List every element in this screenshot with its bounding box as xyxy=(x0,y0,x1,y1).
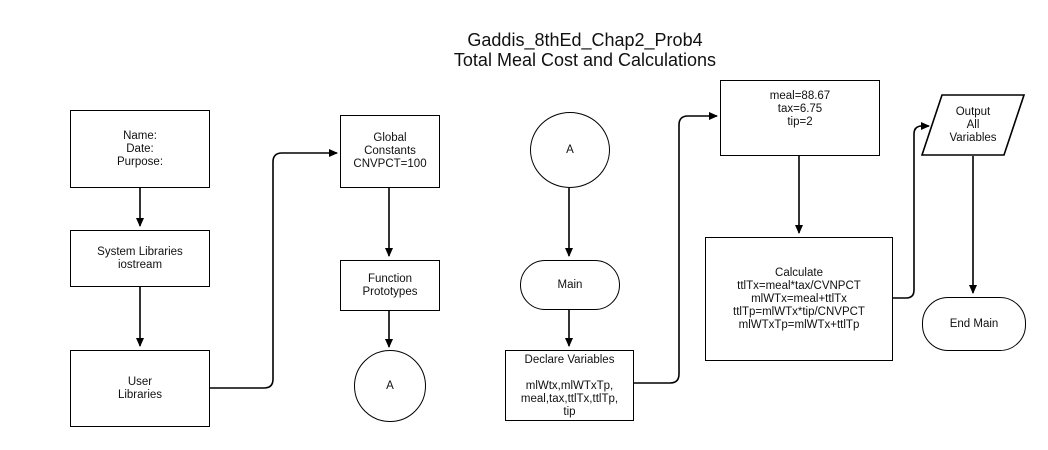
connector-a-off-page-label: A xyxy=(386,379,394,392)
connector-a-off-page: A xyxy=(354,350,426,422)
function-prototypes-label-line-2: Prototypes xyxy=(362,285,418,298)
user-libraries-label-line-2: Libraries xyxy=(117,388,163,401)
title-line-2: Total Meal Cost and Calculations xyxy=(453,50,717,70)
calculate-label: Calculate xyxy=(775,266,823,279)
header-purpose-label: Purpose: xyxy=(116,155,164,168)
diagram-title: Gaddis_8thEd_Chap2_Prob4 Total Meal Cost… xyxy=(380,30,790,70)
global-constants-value: CNVPCT=100 xyxy=(353,158,427,170)
header-date-label: Date: xyxy=(126,142,154,155)
declare-variables-block: Declare Variables mlWtx,mlWTxTp, meal,ta… xyxy=(505,350,634,421)
output-label-line-3: Variables xyxy=(949,131,997,144)
declare-variables-spacer xyxy=(521,367,618,380)
output-parallelogram-shape xyxy=(920,94,1026,156)
declare-variables-list-line-2: meal,tax,ttlTx,ttlTp, xyxy=(520,393,619,405)
end-main-label: End Main xyxy=(949,317,999,330)
system-libraries-block: System Libraries iostream xyxy=(70,230,210,287)
assign-meal-value: meal=88.67 xyxy=(769,90,831,102)
global-constants-block: Global Constants CNVPCT=100 xyxy=(340,115,440,188)
assign-tip-value: tip=2 xyxy=(787,116,813,128)
header-name-label: Name: xyxy=(123,129,157,142)
title-line-1: Gaddis_8thEd_Chap2_Prob4 xyxy=(467,30,703,50)
function-prototypes-block: Function Prototypes xyxy=(340,260,440,311)
system-libraries-value: iostream xyxy=(117,258,163,271)
calculate-meal-with-tax-formula: mlWTx=meal+ttlTx xyxy=(751,292,847,305)
output-label-line-2: All xyxy=(966,118,980,131)
calculate-total-tax-formula: ttlTx=meal*tax/CVNPCT xyxy=(737,279,861,292)
edge-calculate-to-output xyxy=(893,122,930,299)
global-constants-label-line-2: Constants xyxy=(364,145,416,157)
calculate-meal-with-tax-and-tip-formula: mlWTxTp=mlWTx+ttlTp xyxy=(738,318,860,331)
system-libraries-label: System Libraries xyxy=(97,245,183,258)
function-prototypes-label-line-1: Function xyxy=(367,272,413,285)
assign-tax-value: tax=6.75 xyxy=(777,103,823,115)
declare-variables-label: Declare Variables xyxy=(524,354,615,366)
edge-declare-variables-to-assign-values xyxy=(634,112,718,384)
assign-values-block: meal=88.67 tax=6.75 tip=2 xyxy=(720,80,880,156)
calculate-block: Calculate ttlTx=meal*tax/CVNPCT mlWTx=me… xyxy=(705,237,893,361)
end-main-terminator: End Main xyxy=(922,297,1026,351)
global-constants-label-line-1: Global xyxy=(373,132,407,144)
main-terminator: Main xyxy=(520,260,620,310)
calculate-total-tip-formula: ttlTp=mlWTx*tip/CNVPCT xyxy=(733,305,865,318)
main-terminator-label: Main xyxy=(557,278,583,291)
output-label-line-1: Output xyxy=(955,105,991,118)
output-parallelogram: Output All Variables xyxy=(920,94,1026,156)
edge-user-libraries-to-global-constants xyxy=(210,149,338,389)
user-libraries-label-line-1: User xyxy=(127,375,153,388)
declare-variables-list-line-3: tip xyxy=(563,406,576,418)
declare-variables-list-line-1: mlWtx,mlWTxTp, xyxy=(525,380,614,392)
connector-a-on-page: A xyxy=(530,112,610,188)
connector-a-on-page-label: A xyxy=(566,143,574,156)
user-libraries-block: User Libraries xyxy=(70,350,210,427)
header-block: Name: Date: Purpose: xyxy=(70,110,210,188)
